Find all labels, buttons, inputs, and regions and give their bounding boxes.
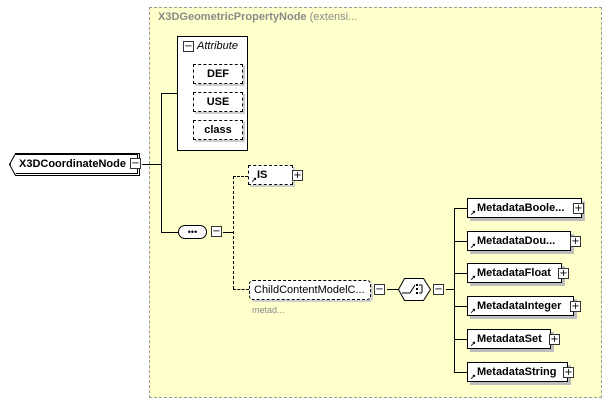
expand-icon[interactable]: + [549,334,560,345]
is-element[interactable]: ↗ IS [248,165,293,185]
connector [233,176,234,289]
connector [161,93,162,232]
attribute-group-title: Attribute [197,40,238,52]
expand-icon[interactable]: + [573,203,584,214]
reference-arrow-icon: ↗ [470,341,476,348]
attribute-collapse-icon[interactable]: − [183,41,194,52]
connector [161,93,177,94]
choice-collapse-icon[interactable]: − [433,284,444,295]
connector [161,232,178,233]
expand-icon[interactable]: + [570,236,581,247]
connector [454,208,467,209]
reference-arrow-icon: ↗ [470,374,476,381]
connector [223,232,233,233]
connector [446,289,454,290]
sequence-collapse-icon[interactable]: − [211,226,222,237]
root-element-outline [9,153,140,176]
is-expand-icon[interactable]: + [292,170,303,181]
attribute-use[interactable]: USE [193,92,243,112]
connector [142,164,161,165]
expand-icon[interactable]: + [558,268,569,279]
expand-icon[interactable]: + [570,301,581,312]
child-content-model-group[interactable]: ChildContentModelC... [249,280,371,300]
reference-arrow-icon: ↗ [470,243,476,250]
group-annotation: metad... [252,305,285,315]
choice-compositor[interactable] [398,278,432,301]
connector [454,372,467,373]
child-content-model-label: ChildContentModelC... [254,284,365,296]
metadata-element-set[interactable]: ↗ MetadataSet [467,329,551,349]
connector [454,208,455,373]
reference-arrow-icon: ↗ [470,210,476,217]
reference-arrow-icon: ↗ [470,275,476,282]
metadata-element-integer[interactable]: ↗ MetadataInteger [467,296,574,316]
connector [454,306,467,307]
connector [233,289,249,290]
connector [454,241,467,242]
connector [454,273,467,274]
root-collapse-icon[interactable]: − [130,158,141,169]
sequence-compositor[interactable]: ••• [178,225,207,239]
sequence-icon: ••• [187,227,198,237]
metadata-element-float[interactable]: ↗ MetadataFloat [467,263,562,283]
is-element-label: IS [257,169,268,181]
expand-icon[interactable]: + [563,367,574,378]
extension-title: X3DGeometricPropertyNode (extensi... [158,11,357,23]
reference-arrow-icon: ↗ [470,308,476,315]
connector [387,289,399,290]
root-element[interactable]: X3DCoordinateNode [10,154,138,174]
root-element-label: X3DCoordinateNode [19,158,126,170]
connector [454,339,467,340]
attribute-def[interactable]: DEF [193,64,243,84]
reference-arrow-icon: ↗ [251,177,257,184]
extension-type-name: X3DGeometricPropertyNode [158,11,307,23]
extension-suffix: (extensi... [306,11,358,23]
metadata-element-double[interactable]: ↗ MetadataDou... [467,231,571,251]
metadata-element-string[interactable]: ↗ MetadataString [467,362,568,382]
attribute-class[interactable]: class [193,120,243,140]
group-collapse-icon[interactable]: − [374,284,385,295]
connector [233,176,248,177]
metadata-element-boolean[interactable]: ↗ MetadataBoole... [467,198,582,218]
